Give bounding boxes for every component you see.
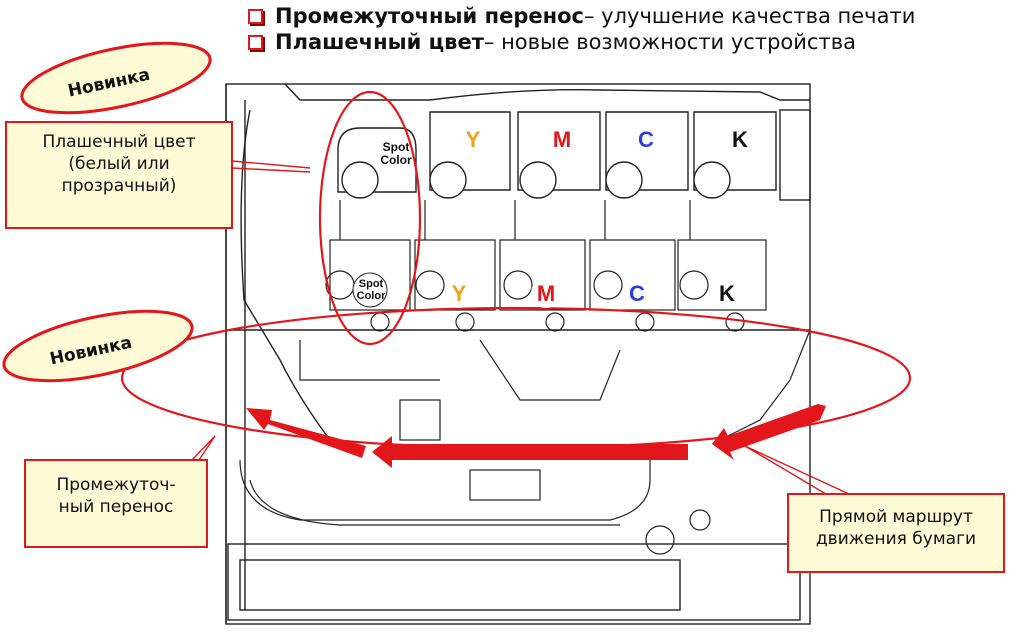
- toner-spot-label-2: Color: [380, 153, 412, 167]
- drum-spot-label-2: Color: [357, 290, 386, 302]
- checkbox-bullet-icon: [248, 8, 263, 24]
- drum-m-label: M: [537, 281, 555, 306]
- new-badge-mid: Новинка: [2, 309, 194, 383]
- callout-spot-line-2: (белый или: [68, 154, 170, 175]
- drum-spot-label-1: Spot: [359, 278, 384, 290]
- bullet-bold-text: Промежуточный перенос: [275, 4, 584, 28]
- callout-spot-line-1: Плашечный цвет: [42, 132, 196, 152]
- callout-path-line-2: движения бумаги: [815, 529, 977, 550]
- printer-outline: [225, 83, 811, 625]
- callout-inter-line-1: Промежуточ-: [56, 475, 176, 495]
- checkbox-bullet-icon: [248, 34, 263, 50]
- paper-flow-arrows: [246, 404, 826, 468]
- bullet-rest-text: – новые возможности устройства: [483, 30, 856, 54]
- toner-m-label: M: [553, 127, 571, 152]
- new-badge-top: Новинка: [20, 41, 212, 115]
- bullet-intermediate-transfer: Промежуточный перенос – улучшение качест…: [248, 3, 915, 29]
- drum-c-label: C: [629, 281, 645, 306]
- callout-spot-color-text: Плашечный цвет (белый или прозрачный): [6, 131, 232, 197]
- spot-color-highlight: [318, 90, 422, 346]
- callout-inter-line-2: ный перенос: [58, 497, 174, 518]
- callout-paper-path-text: Прямой маршрут движения бумаги: [788, 506, 1004, 550]
- arrow-middle: [372, 436, 688, 468]
- callout-spot-line-3: прозрачный): [61, 176, 177, 197]
- arrow-right-segment: [712, 404, 826, 460]
- callout-intermediate-box: [24, 459, 208, 548]
- toner-c-label: C: [638, 127, 654, 152]
- arrow-left: [246, 408, 366, 458]
- callout-path-line-1: Прямой маршрут: [819, 507, 973, 527]
- drum-k-label: K: [719, 281, 735, 306]
- bullet-spot-color: Плашечный цвет – новые возможности устро…: [248, 29, 915, 55]
- drum-units: [239, 200, 811, 555]
- toner-labels: Spot Color Y M C K: [380, 127, 748, 167]
- drum-labels: Spot Color Y M C K: [352, 272, 742, 308]
- bullet-rest-text: – улучшение качества печати: [583, 4, 916, 28]
- callout-intermediate-text: Промежуточ- ный перенос: [25, 474, 207, 518]
- toner-k-label: K: [732, 127, 748, 152]
- feature-bullets: Промежуточный перенос – улучшение качест…: [248, 3, 915, 55]
- callout-spot-color-box: [5, 121, 233, 229]
- toner-cartridges: [337, 111, 777, 199]
- drum-y-label: Y: [452, 281, 467, 306]
- callout-paper-path-box: [787, 493, 1005, 573]
- callout-leaders: [191, 160, 863, 501]
- paper-path-line: [240, 109, 331, 441]
- bullet-bold-text: Плашечный цвет: [275, 30, 484, 54]
- toner-y-label: Y: [466, 127, 481, 152]
- toner-spot-label-1: Spot: [383, 140, 410, 154]
